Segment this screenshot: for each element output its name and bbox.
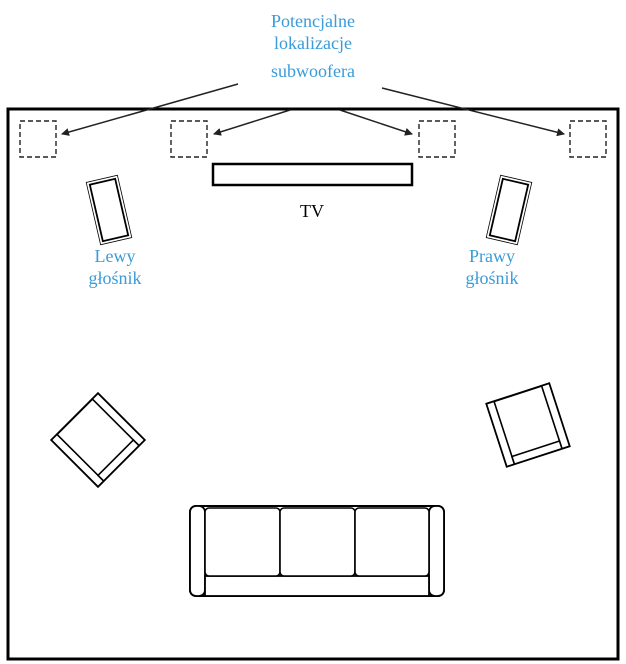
left-speaker-label-line-2: głośnik [88, 268, 142, 288]
right-speaker [485, 174, 533, 246]
sofa-back [204, 575, 430, 597]
arrow-to-location-4 [381, 87, 565, 137]
left-speaker-label: Lewy głośnik [65, 245, 165, 289]
sofa-left-arm [189, 505, 206, 597]
subwoofer-label-line-3: subwoofera [271, 61, 355, 81]
left-speaker [85, 174, 133, 246]
sofa [189, 505, 445, 597]
tv-shape [211, 162, 414, 187]
subwoofer-location-1 [19, 120, 57, 158]
sofa-cushion-2 [279, 507, 356, 577]
right-speaker-label-line-2: głośnik [465, 268, 519, 288]
subwoofer-label-line-1: Potencjalne [271, 11, 355, 31]
arrow-to-location-1 [61, 83, 239, 136]
subwoofer-location-2 [170, 120, 208, 158]
room-outline [6, 107, 620, 661]
arrow-to-location-3 [339, 109, 413, 136]
subwoofer-locations-label: Potencjalne lokalizacje subwoofera [213, 10, 413, 82]
arrow-to-location-2 [213, 109, 291, 136]
right-speaker-label: Prawy głośnik [442, 245, 542, 289]
tv-label: TV [300, 201, 324, 221]
subwoofer-location-4 [569, 120, 607, 158]
right-speaker-label-line-1: Prawy [469, 246, 515, 266]
sofa-cushion-3 [354, 507, 430, 577]
subwoofer-label-line-2: lokalizacje [274, 33, 352, 53]
subwoofer-location-3 [418, 120, 456, 158]
sofa-cushion-1 [204, 507, 281, 577]
right-armchair [485, 382, 571, 468]
left-armchair [49, 391, 147, 489]
sofa-right-arm [428, 505, 445, 597]
left-speaker-label-line-1: Lewy [94, 246, 136, 266]
